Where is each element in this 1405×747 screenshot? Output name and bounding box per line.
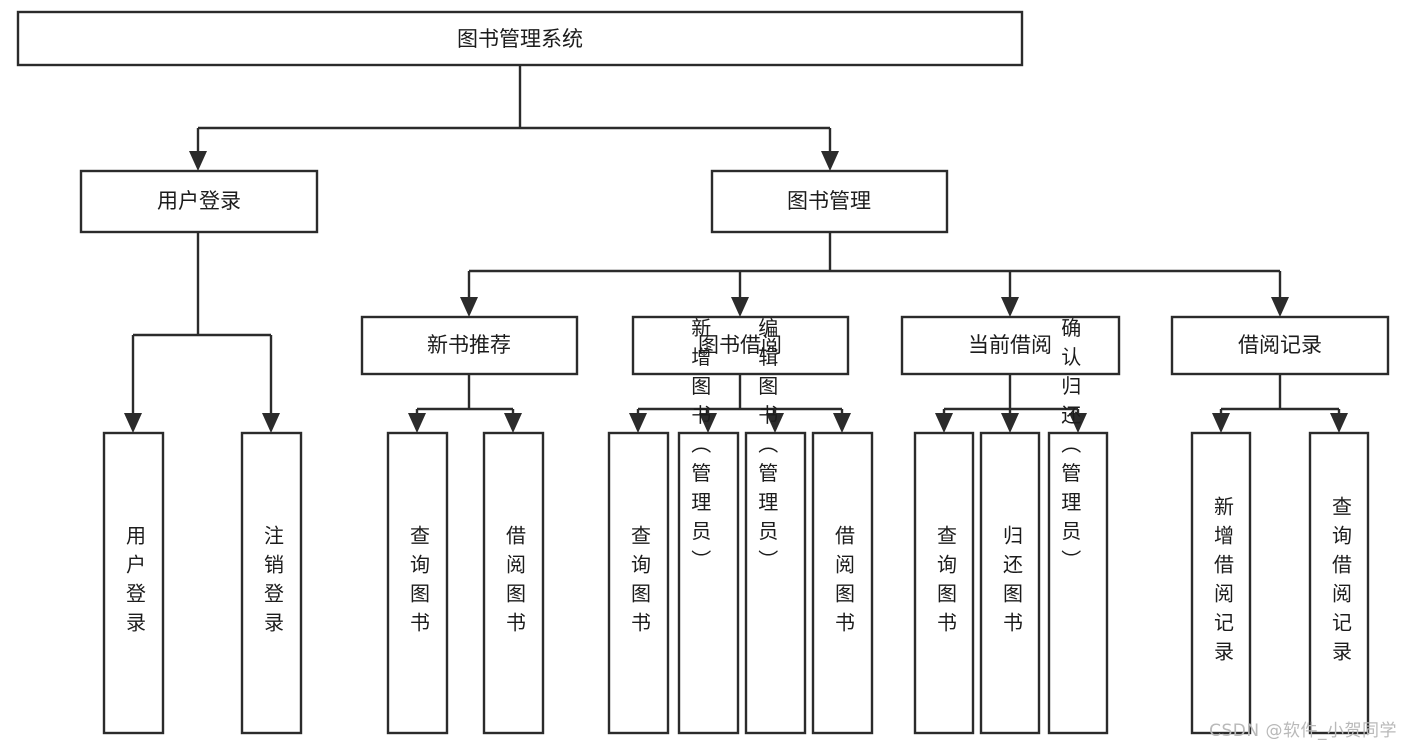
arrow-nb-leaf-2 xyxy=(504,413,522,433)
arrow-leaf-user-login xyxy=(124,413,142,433)
leaf-cb-return-book-label: 归还图书 xyxy=(1000,525,1024,641)
arrow-br-leaf-2 xyxy=(1330,413,1348,433)
leaf-cb-query-book-label: 查询图书 xyxy=(934,525,958,641)
leaf-nb-query-book[interactable]: 查询图书 xyxy=(386,431,449,735)
node-new-book-recommend-box[interactable] xyxy=(360,315,579,376)
leaf-nb-query-book-box[interactable] xyxy=(386,431,449,735)
leaf-bb-edit-book-admin-box[interactable] xyxy=(744,431,807,735)
leaf-cb-confirm-return-admin-label: 确认归还（管理员） xyxy=(1058,317,1082,578)
node-root-label: 图书管理系统 xyxy=(457,27,583,51)
leaf-br-add-record[interactable]: 新增借阅记录 xyxy=(1190,431,1252,735)
node-user-login-label: 用户登录 xyxy=(157,189,241,213)
csdn-watermark: CSDN @软件_小贺同学 xyxy=(1209,721,1397,741)
leaf-nb-query-book-label: 查询图书 xyxy=(407,525,431,641)
node-borrow-record[interactable]: 借阅记录 xyxy=(1170,315,1390,376)
arrow-cb-leaf-1 xyxy=(935,413,953,433)
leaf-nb-borrow-book-label: 借阅图书 xyxy=(503,525,527,641)
arrow-br-leaf-1 xyxy=(1212,413,1230,433)
leaf-bb-query-book[interactable]: 查询图书 xyxy=(607,431,670,735)
leaf-cb-confirm-return-admin-box[interactable] xyxy=(1047,431,1109,735)
node-new-book-recommend-label: 新书推荐 xyxy=(427,333,511,357)
node-book-borrow-box[interactable] xyxy=(631,315,850,376)
node-book-borrow-label: 图书借阅 xyxy=(698,333,782,357)
leaf-bb-query-book-box[interactable] xyxy=(607,431,670,735)
leaf-br-query-record[interactable]: 查询借阅记录 xyxy=(1308,431,1370,735)
node-user-login[interactable]: 用户登录 xyxy=(79,169,319,234)
arrow-bb-leaf-1 xyxy=(629,413,647,433)
node-book-manage[interactable]: 图书管理 xyxy=(710,169,949,234)
node-book-borrow[interactable]: 图书借阅 xyxy=(631,315,850,376)
leaf-logout-label: 注销登录 xyxy=(261,525,285,641)
node-new-book-recommend[interactable]: 新书推荐 xyxy=(360,315,579,376)
leaf-user-login-box[interactable] xyxy=(102,431,165,735)
arrow-borrow-book xyxy=(731,297,749,317)
node-current-borrow-box[interactable] xyxy=(900,315,1121,376)
node-root[interactable]: 图书管理系统 xyxy=(16,10,1024,67)
arrow-borrow-record xyxy=(1271,297,1289,317)
arrow-book-manage xyxy=(821,151,839,171)
leaf-user-login[interactable]: 用户登录 xyxy=(102,431,165,735)
arrow-user-login xyxy=(189,151,207,171)
leaf-cb-query-book[interactable]: 查询图书 xyxy=(913,431,975,735)
leaf-br-add-record-box[interactable] xyxy=(1190,431,1252,735)
arrow-bb-leaf-4 xyxy=(833,413,851,433)
node-current-borrow[interactable]: 当前借阅 xyxy=(900,315,1121,376)
arrow-bb-leaf-2 xyxy=(699,413,717,433)
leaf-cb-return-book[interactable]: 归还图书 xyxy=(979,431,1041,735)
leaf-nb-borrow-book[interactable]: 借阅图书 xyxy=(482,431,545,735)
leaf-bb-add-book-admin-label: 新增图书（管理员） xyxy=(688,317,712,578)
leaf-bb-edit-book-admin-label: 编辑图书（管理员） xyxy=(755,317,779,578)
leaf-bb-borrow-book-box[interactable] xyxy=(811,431,874,735)
connector-layer xyxy=(124,65,1348,433)
arrow-cb-leaf-2 xyxy=(1001,413,1019,433)
leaf-bb-add-book-admin-box[interactable] xyxy=(677,431,740,735)
leaf-bb-borrow-book-label: 借阅图书 xyxy=(832,525,856,641)
leaf-nb-borrow-book-box[interactable] xyxy=(482,431,545,735)
leaf-logout-box[interactable] xyxy=(240,431,303,735)
arrow-current-borrow xyxy=(1001,297,1019,317)
leaf-br-add-record-label: 新增借阅记录 xyxy=(1211,496,1235,670)
node-borrow-record-label: 借阅记录 xyxy=(1238,333,1322,357)
node-user-login-box[interactable] xyxy=(79,169,319,234)
leaf-bb-edit-book-admin[interactable]: 编辑图书（管理员） xyxy=(744,317,807,735)
node-book-manage-label: 图书管理 xyxy=(787,189,871,213)
arrow-new-book xyxy=(460,297,478,317)
node-book-manage-box[interactable] xyxy=(710,169,949,234)
leaf-cb-confirm-return-admin[interactable]: 确认归还（管理员） xyxy=(1047,317,1109,735)
leaf-user-login-label: 用户登录 xyxy=(123,525,147,641)
leaf-br-query-record-label: 查询借阅记录 xyxy=(1329,496,1353,670)
leaf-cb-query-book-box[interactable] xyxy=(913,431,975,735)
node-root-box[interactable] xyxy=(16,10,1024,67)
leaf-bb-query-book-label: 查询图书 xyxy=(628,525,652,641)
arrow-cb-leaf-3 xyxy=(1069,413,1087,433)
leaf-br-query-record-box[interactable] xyxy=(1308,431,1370,735)
leaf-bb-borrow-book[interactable]: 借阅图书 xyxy=(811,431,874,735)
leaf-logout[interactable]: 注销登录 xyxy=(240,431,303,735)
arrow-leaf-logout xyxy=(262,413,280,433)
arrow-nb-leaf-1 xyxy=(408,413,426,433)
node-current-borrow-label: 当前借阅 xyxy=(968,333,1052,357)
arrow-bb-leaf-3 xyxy=(766,413,784,433)
leaf-bb-add-book-admin[interactable]: 新增图书（管理员） xyxy=(677,317,740,735)
leaf-cb-return-book-box[interactable] xyxy=(979,431,1041,735)
node-borrow-record-box[interactable] xyxy=(1170,315,1390,376)
